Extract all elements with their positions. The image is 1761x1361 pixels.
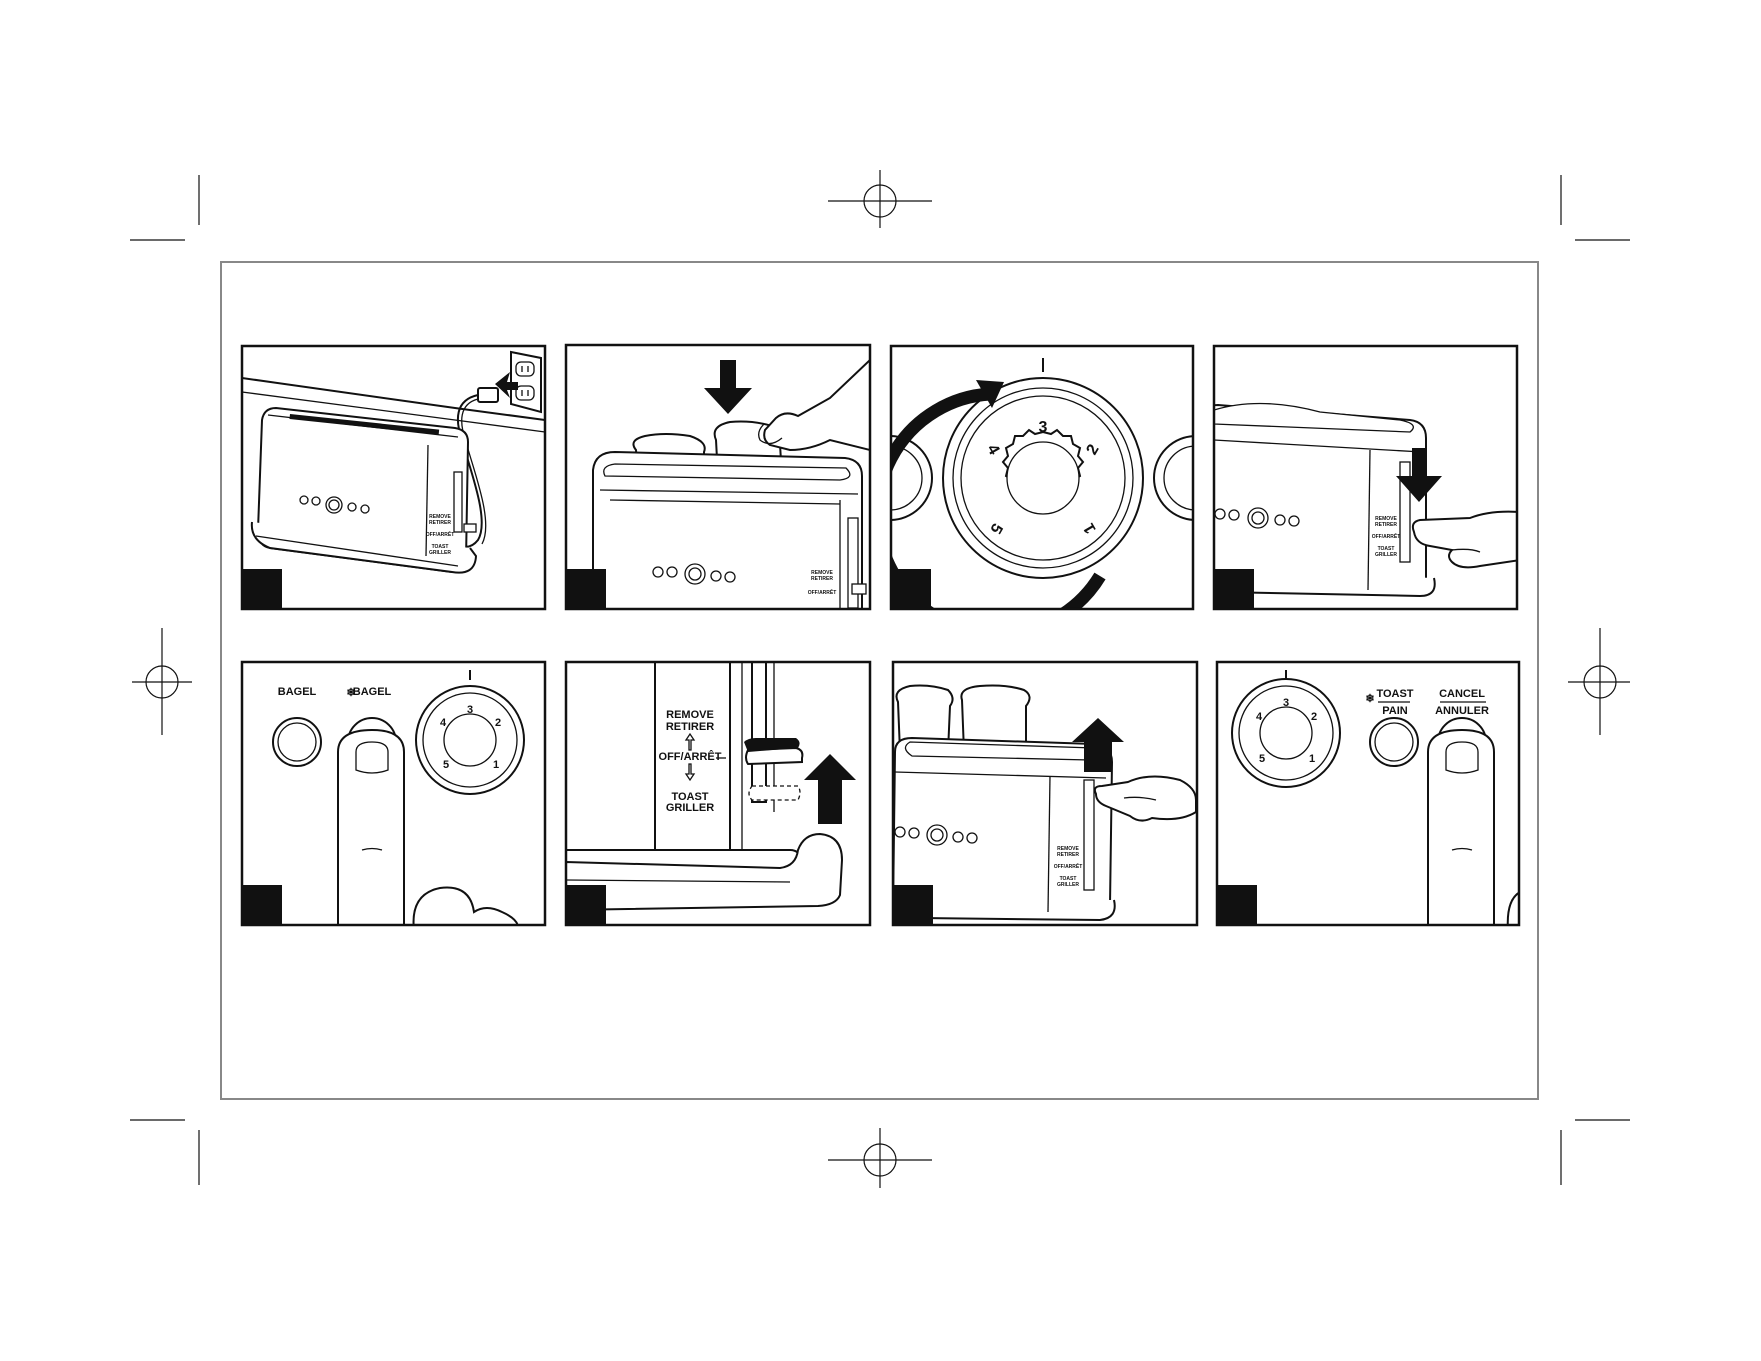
frozen-bagel-label: BAGEL — [353, 686, 392, 698]
annuler-label: ANNULER — [1435, 705, 1489, 717]
svg-text:OFF/ARRÊT: OFF/ARRÊT — [426, 530, 455, 538]
panel-4: REMOVE RETIRER OFF/ARRÊT TOAST GRILLER — [1196, 346, 1520, 609]
svg-text:GRILLER: GRILLER — [1057, 882, 1079, 888]
svg-text:RETIRER: RETIRER — [429, 520, 451, 526]
dial-number: 5 — [443, 759, 449, 771]
panel-1: REMOVE RETIRER OFF/ARRÊT TOAST GRILLER — [242, 346, 545, 609]
toaster-illustration: REMOVE RETIRER OFF/ARRÊT TOAST GRILLER — [252, 408, 476, 573]
lever-label: GRILLER — [1375, 552, 1397, 558]
dial-number: 1 — [1309, 753, 1315, 765]
dial-number: 5 — [1259, 753, 1265, 765]
svg-text:OFF/ARRÊT: OFF/ARRÊT — [808, 588, 837, 596]
step-badge — [566, 885, 606, 925]
panel-8: 3 2 1 4 5 ❄ TOAST PAIN CANCEL ANNULER — [1217, 662, 1520, 930]
off-label: OFF/ARRÊT — [659, 750, 722, 763]
dial-number: 1 — [493, 759, 499, 771]
panel-6: REMOVE RETIRER OFF/ARRÊT TOAST GRILLER — [566, 662, 870, 925]
step-badge — [566, 569, 606, 609]
toast-label: TOAST — [1376, 688, 1413, 700]
griller-label: GRILLER — [666, 802, 714, 814]
dial-number: 4 — [1256, 711, 1263, 723]
dial-number: 3 — [1039, 419, 1048, 436]
step-badge — [891, 569, 931, 609]
svg-text:OFF/ARRÊT: OFF/ARRÊT — [1054, 862, 1083, 870]
registration-target-icon — [828, 1128, 932, 1188]
step-badge — [242, 569, 282, 609]
step-badge — [1214, 569, 1254, 609]
dial-number: 3 — [467, 704, 473, 716]
dial-number: 4 — [440, 717, 447, 729]
cancel-label: CANCEL — [1439, 688, 1485, 700]
registration-target-icon — [828, 170, 932, 228]
panel-3: 3 2 1 4 5 — [848, 346, 1238, 634]
registration-target-icon — [132, 628, 192, 735]
registration-target-icon — [1568, 628, 1630, 735]
svg-text:RETIRER: RETIRER — [811, 576, 833, 582]
step-badge — [1217, 885, 1257, 925]
snowflake-icon: ❄ — [1365, 693, 1374, 705]
pain-label: PAIN — [1382, 705, 1408, 717]
dial-number: 2 — [1311, 711, 1317, 723]
dial-number: 2 — [495, 717, 501, 729]
retirer-label: RETIRER — [666, 721, 714, 733]
bagel-label: BAGEL — [278, 686, 317, 698]
panel-7: REMOVE RETIRER OFF/ARRÊT TOAST GRILLER — [893, 662, 1197, 925]
svg-text:RETIRER: RETIRER — [1057, 852, 1079, 858]
step-badge — [893, 885, 933, 925]
svg-text:GRILLER: GRILLER — [429, 550, 451, 556]
dial-number: 3 — [1283, 697, 1289, 709]
step-badge — [242, 885, 282, 925]
panel-5: BAGEL ❄ BAGEL 3 2 1 4 5 — [242, 662, 545, 930]
lever-label: RETIRER — [1375, 522, 1397, 528]
remove-label: REMOVE — [666, 709, 714, 721]
panel-2: REMOVE RETIRER OFF/ARRÊT — [566, 345, 870, 620]
lever-label: OFF/ARRÊT — [1372, 532, 1401, 540]
